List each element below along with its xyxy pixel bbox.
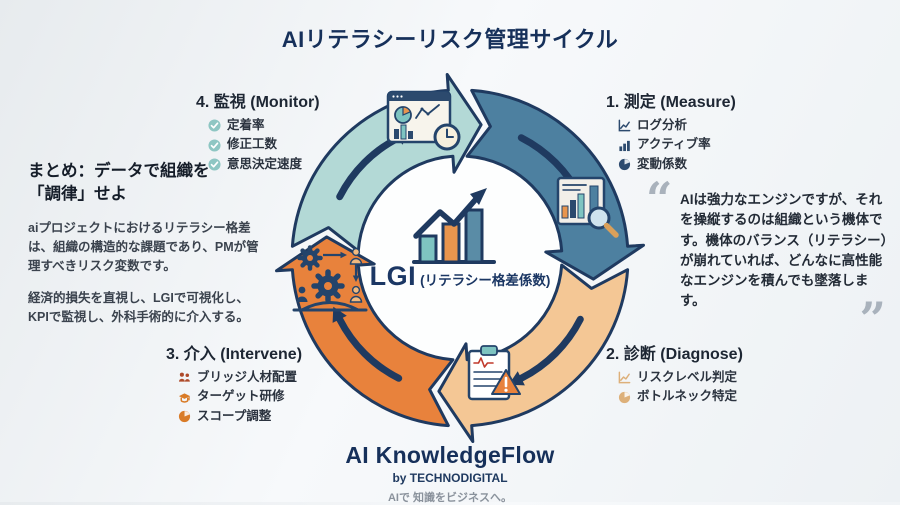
quote-text: AIは強力なエンジンですが、それを操縦するのは組織という機体です。機体のバランス… [680, 192, 888, 309]
pie-chart-icon [178, 410, 191, 423]
close-quote-icon: ” [859, 291, 886, 346]
item-label: スコープ調整 [197, 408, 272, 423]
gears-people-bridge-icon [292, 245, 368, 312]
summary-panel: まとめ：データで組織を 「調律」せよ aiプロジェクトにおけるリテラシー格差は、… [28, 160, 268, 340]
item-label: アクティブ率 [637, 137, 711, 152]
item-label: 変動係数 [637, 156, 688, 171]
report-magnifier-icon [556, 176, 619, 238]
brand-tagline: AIで 知識をビジネスへ。 [387, 492, 513, 504]
pie-chart-icon [618, 391, 631, 404]
item-label: ターゲット研修 [197, 389, 285, 404]
line-chart-icon [618, 119, 631, 132]
stage-intervene-label: 3. 介入 (Intervene) [166, 346, 303, 363]
item-label: リスクレベル判定 [637, 370, 738, 384]
page-title: AIリテラシーリスク管理サイクル [281, 27, 619, 52]
list-item: ブリッジ人材配置 [178, 368, 302, 387]
list-item: ログ分析 [618, 116, 736, 135]
lgi-chart-icon [412, 188, 496, 264]
item-label: 定着率 [227, 118, 265, 132]
item-label: 修正工数 [227, 137, 278, 152]
people-icon [178, 371, 191, 384]
stage-monitor-label: 4. 監視 (Monitor) [196, 94, 320, 111]
bar-chart-icon [618, 139, 631, 152]
stage-diagnose-label: 2. 診断 (Diagnose) [606, 346, 743, 363]
pie-chart-icon [618, 158, 631, 171]
stage-measure: 1. 測定 (Measure) ログ分析 アクティブ率 変動係数 [606, 88, 736, 174]
item-label: ボトルネック特定 [637, 389, 738, 404]
lgi-label: LGI(リテラシー格差係数) [330, 261, 590, 292]
item-label: ログ分析 [637, 118, 688, 132]
summary-heading: まとめ：データで組織を 「調律」せよ [28, 162, 210, 204]
brand-byline: by TECHNODIGITAL [392, 471, 508, 485]
summary-paragraph-2: 経済的損失を直視し、LGIで可視化し、KPIで監視し、外科手術的に介入する。 [28, 291, 249, 325]
graduation-cap-icon [178, 391, 191, 404]
dashboard-clock-icon [386, 90, 461, 151]
brand-name: AI KnowledgeFlow [345, 442, 555, 468]
stage-intervene: 3. 介入 (Intervene) ブリッジ人材配置 ターゲット研修 スコープ調… [166, 340, 302, 426]
list-item: 意思決定速度 [208, 155, 320, 174]
item-label: ブリッジ人材配置 [197, 370, 298, 384]
lgi-abbr: LGI [369, 261, 417, 291]
lgi-sub: (リテラシー格差係数) [420, 273, 551, 288]
open-quote-icon: “ [646, 172, 673, 226]
list-item: アクティブ率 [618, 135, 736, 154]
check-icon [208, 119, 221, 132]
list-item: ボトルネック特定 [618, 387, 743, 406]
clipboard-alert-icon [467, 345, 521, 401]
quote-panel: “ AIは強力なエンジンですが、それを操縦するのは組織という機体です。機体のバラ… [646, 176, 888, 342]
check-icon [208, 139, 221, 152]
cycle-diagram [275, 73, 645, 443]
stage-diagnose: 2. 診断 (Diagnose) リスクレベル判定 ボトルネック特定 [606, 340, 743, 407]
summary-paragraph-1: aiプロジェクトにおけるリテラシー格差は、組織の構造的な課題であり、PMが管理す… [28, 221, 259, 274]
list-item: 定着率 [208, 116, 320, 135]
list-item: リスクレベル判定 [618, 368, 743, 387]
list-item: 変動係数 [618, 155, 736, 174]
list-item: ターゲット研修 [178, 387, 302, 406]
stage-monitor: 4. 監視 (Monitor) 定着率 修正工数 意思決定速度 [196, 88, 320, 174]
footer-branding: AI KnowledgeFlow by TECHNODIGITAL AIで 知識… [0, 442, 900, 505]
item-label: 意思決定速度 [227, 156, 303, 171]
flow-arrow-icon [336, 315, 403, 382]
list-item: スコープ調整 [178, 407, 302, 426]
flow-arrow-icon [517, 315, 584, 382]
line-chart-icon [618, 371, 631, 384]
stage-measure-label: 1. 測定 (Measure) [606, 94, 736, 111]
list-item: 修正工数 [208, 135, 320, 154]
